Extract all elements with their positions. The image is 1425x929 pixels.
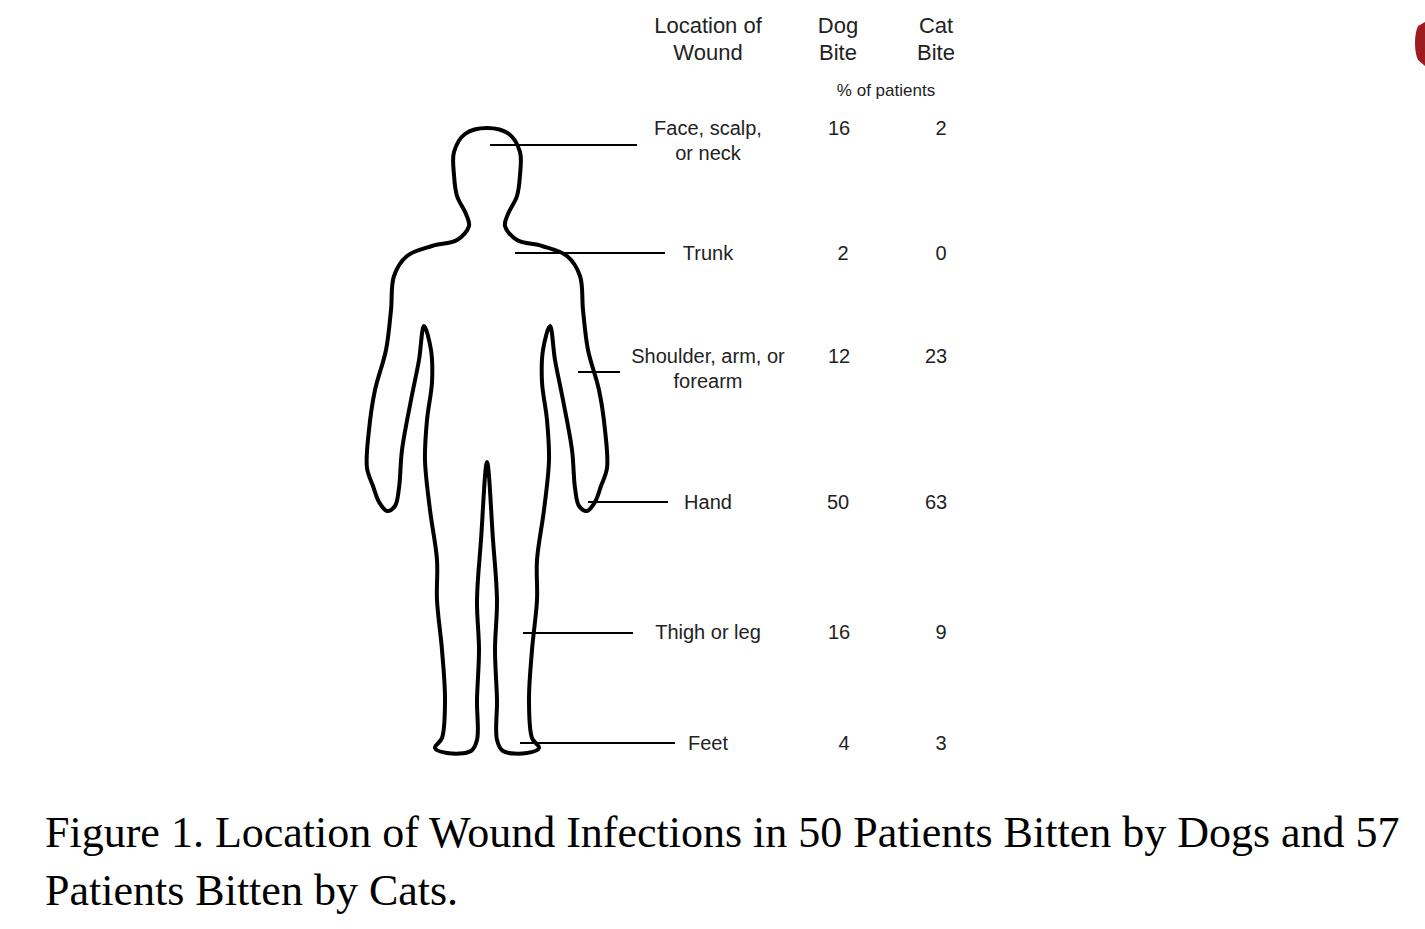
location-label: Trunk [683, 241, 733, 266]
column-header: Cat Bite [906, 12, 966, 66]
percent-value: 4 [838, 731, 849, 756]
leader-line [523, 632, 633, 634]
unit-label: % of patients [837, 80, 935, 102]
figure-caption: Figure 1. Location of Wound Infections i… [45, 804, 1405, 920]
logo-fragment [1415, 22, 1425, 66]
location-label: Face, scalp, or neck [644, 116, 772, 166]
percent-value: 50 [827, 490, 849, 515]
leader-line [515, 252, 665, 254]
human-silhouette [367, 128, 608, 754]
percent-value: 12 [828, 344, 850, 369]
percent-value: 3 [935, 731, 946, 756]
leader-lines [490, 145, 675, 743]
percent-value: 0 [935, 241, 946, 266]
leader-line [520, 742, 675, 744]
location-label: Hand [684, 490, 732, 515]
percent-value: 2 [837, 241, 848, 266]
leader-line [578, 371, 620, 373]
leader-line [588, 501, 668, 503]
leader-line [490, 144, 637, 146]
percent-value: 63 [925, 490, 947, 515]
location-label: Thigh or leg [655, 620, 761, 645]
location-label: Shoulder, arm, or forearm [628, 344, 788, 394]
percent-value: 16 [828, 620, 850, 645]
percent-value: 2 [935, 116, 946, 141]
percent-value: 23 [925, 344, 947, 369]
location-label: Feet [688, 731, 728, 756]
percent-value: 9 [935, 620, 946, 645]
percent-value: 16 [828, 116, 850, 141]
column-header: Location of Wound [638, 12, 778, 66]
column-header: Dog Bite [808, 12, 868, 66]
body-outline [367, 128, 608, 754]
